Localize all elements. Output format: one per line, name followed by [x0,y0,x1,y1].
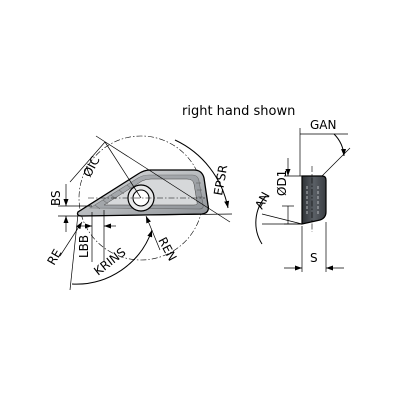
label-ren: REN [155,235,179,264]
re-leader [59,221,83,257]
krins-line [69,213,79,291]
front-dimensions [58,135,233,291]
insert-side-view [301,166,327,232]
epsr-line-2 [81,213,233,217]
ic-leader [69,141,106,183]
label-ic: ØIC [80,154,102,179]
label-d1: ØD1 [275,170,289,196]
epsr-line-1 [95,135,231,223]
krins-arc [71,229,153,285]
insert-top-view [76,135,210,261]
an-line-1 [261,213,303,225]
label-s: S [310,251,318,265]
label-an: AN [252,190,272,212]
ren-leader [145,215,161,251]
ic-leader-2 [104,141,142,199]
label-re: RE [44,247,64,268]
gan-line-d [321,147,351,177]
label-bs: BS [49,190,63,206]
side-dimensions [255,128,351,272]
an-arc [255,195,267,245]
label-krins: KRINS [91,245,128,278]
gan-arc [333,133,347,157]
epsr-arc [174,139,230,209]
label-epsr: EPSR [211,164,230,197]
caption-text: right hand shown [182,104,295,119]
edge-hatch [94,182,203,210]
label-lbb: LBB [77,235,91,258]
side-body [301,175,327,225]
label-gan: GAN [310,118,336,132]
